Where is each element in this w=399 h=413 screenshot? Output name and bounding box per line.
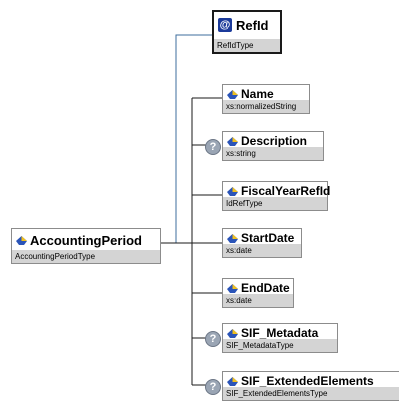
element-diamond-icon bbox=[227, 233, 238, 243]
element-type: SIF_ExtendedElementsType bbox=[223, 387, 399, 400]
element-diamond-icon bbox=[227, 186, 238, 196]
attribute-name: RefId bbox=[236, 17, 269, 33]
element-type: SIF_MetadataType bbox=[223, 339, 337, 352]
element-name: EndDate bbox=[241, 281, 290, 295]
optional-question-icon: ? bbox=[205, 139, 221, 155]
element-name: SIF_ExtendedElements bbox=[241, 374, 374, 388]
element-type: xs:date bbox=[223, 294, 293, 307]
optional-question-icon: ? bbox=[205, 331, 221, 347]
element-type: xs:string bbox=[223, 147, 323, 160]
element-title: FiscalYearRefId bbox=[223, 182, 331, 200]
at-icon: @ bbox=[218, 18, 232, 32]
element-type: xs:normalizedString bbox=[223, 100, 309, 113]
element-title: StartDate bbox=[223, 229, 301, 247]
attribute-node-refid[interactable]: @ RefId RefIdType bbox=[212, 10, 282, 54]
element-branches bbox=[192, 97, 222, 386]
element-name: StartDate bbox=[241, 231, 295, 245]
attribute-connector bbox=[160, 34, 212, 244]
element-title: SIF_ExtendedElements bbox=[223, 372, 399, 390]
attribute-type: RefIdType bbox=[214, 39, 280, 52]
elements-trunk bbox=[160, 98, 193, 385]
element-name: SIF_Metadata bbox=[241, 326, 319, 340]
root-element-title: AccountingPeriod bbox=[12, 229, 160, 251]
element-type: xs:date bbox=[223, 244, 301, 257]
element-title: EndDate bbox=[223, 279, 293, 297]
element-diamond-icon bbox=[227, 89, 238, 99]
element-title: SIF_Metadata bbox=[223, 324, 337, 342]
root-element-node[interactable]: AccountingPeriod AccountingPeriodType bbox=[11, 228, 161, 264]
element-type: IdRefType bbox=[223, 197, 327, 210]
element-diamond-icon bbox=[227, 328, 238, 338]
element-title: Name bbox=[223, 85, 309, 103]
root-element-type: AccountingPeriodType bbox=[12, 250, 160, 263]
root-element-name: AccountingPeriod bbox=[30, 232, 142, 248]
element-name: FiscalYearRefId bbox=[241, 184, 331, 198]
element-diamond-icon bbox=[227, 136, 238, 146]
attribute-title: @ RefId bbox=[214, 12, 280, 38]
element-name: Description bbox=[241, 134, 308, 148]
element-title: Description bbox=[223, 132, 323, 150]
element-diamond-icon bbox=[227, 283, 238, 293]
optional-question-icon: ? bbox=[205, 379, 221, 395]
element-diamond-icon bbox=[16, 235, 27, 245]
element-name: Name bbox=[241, 87, 274, 101]
element-diamond-icon bbox=[227, 376, 238, 386]
